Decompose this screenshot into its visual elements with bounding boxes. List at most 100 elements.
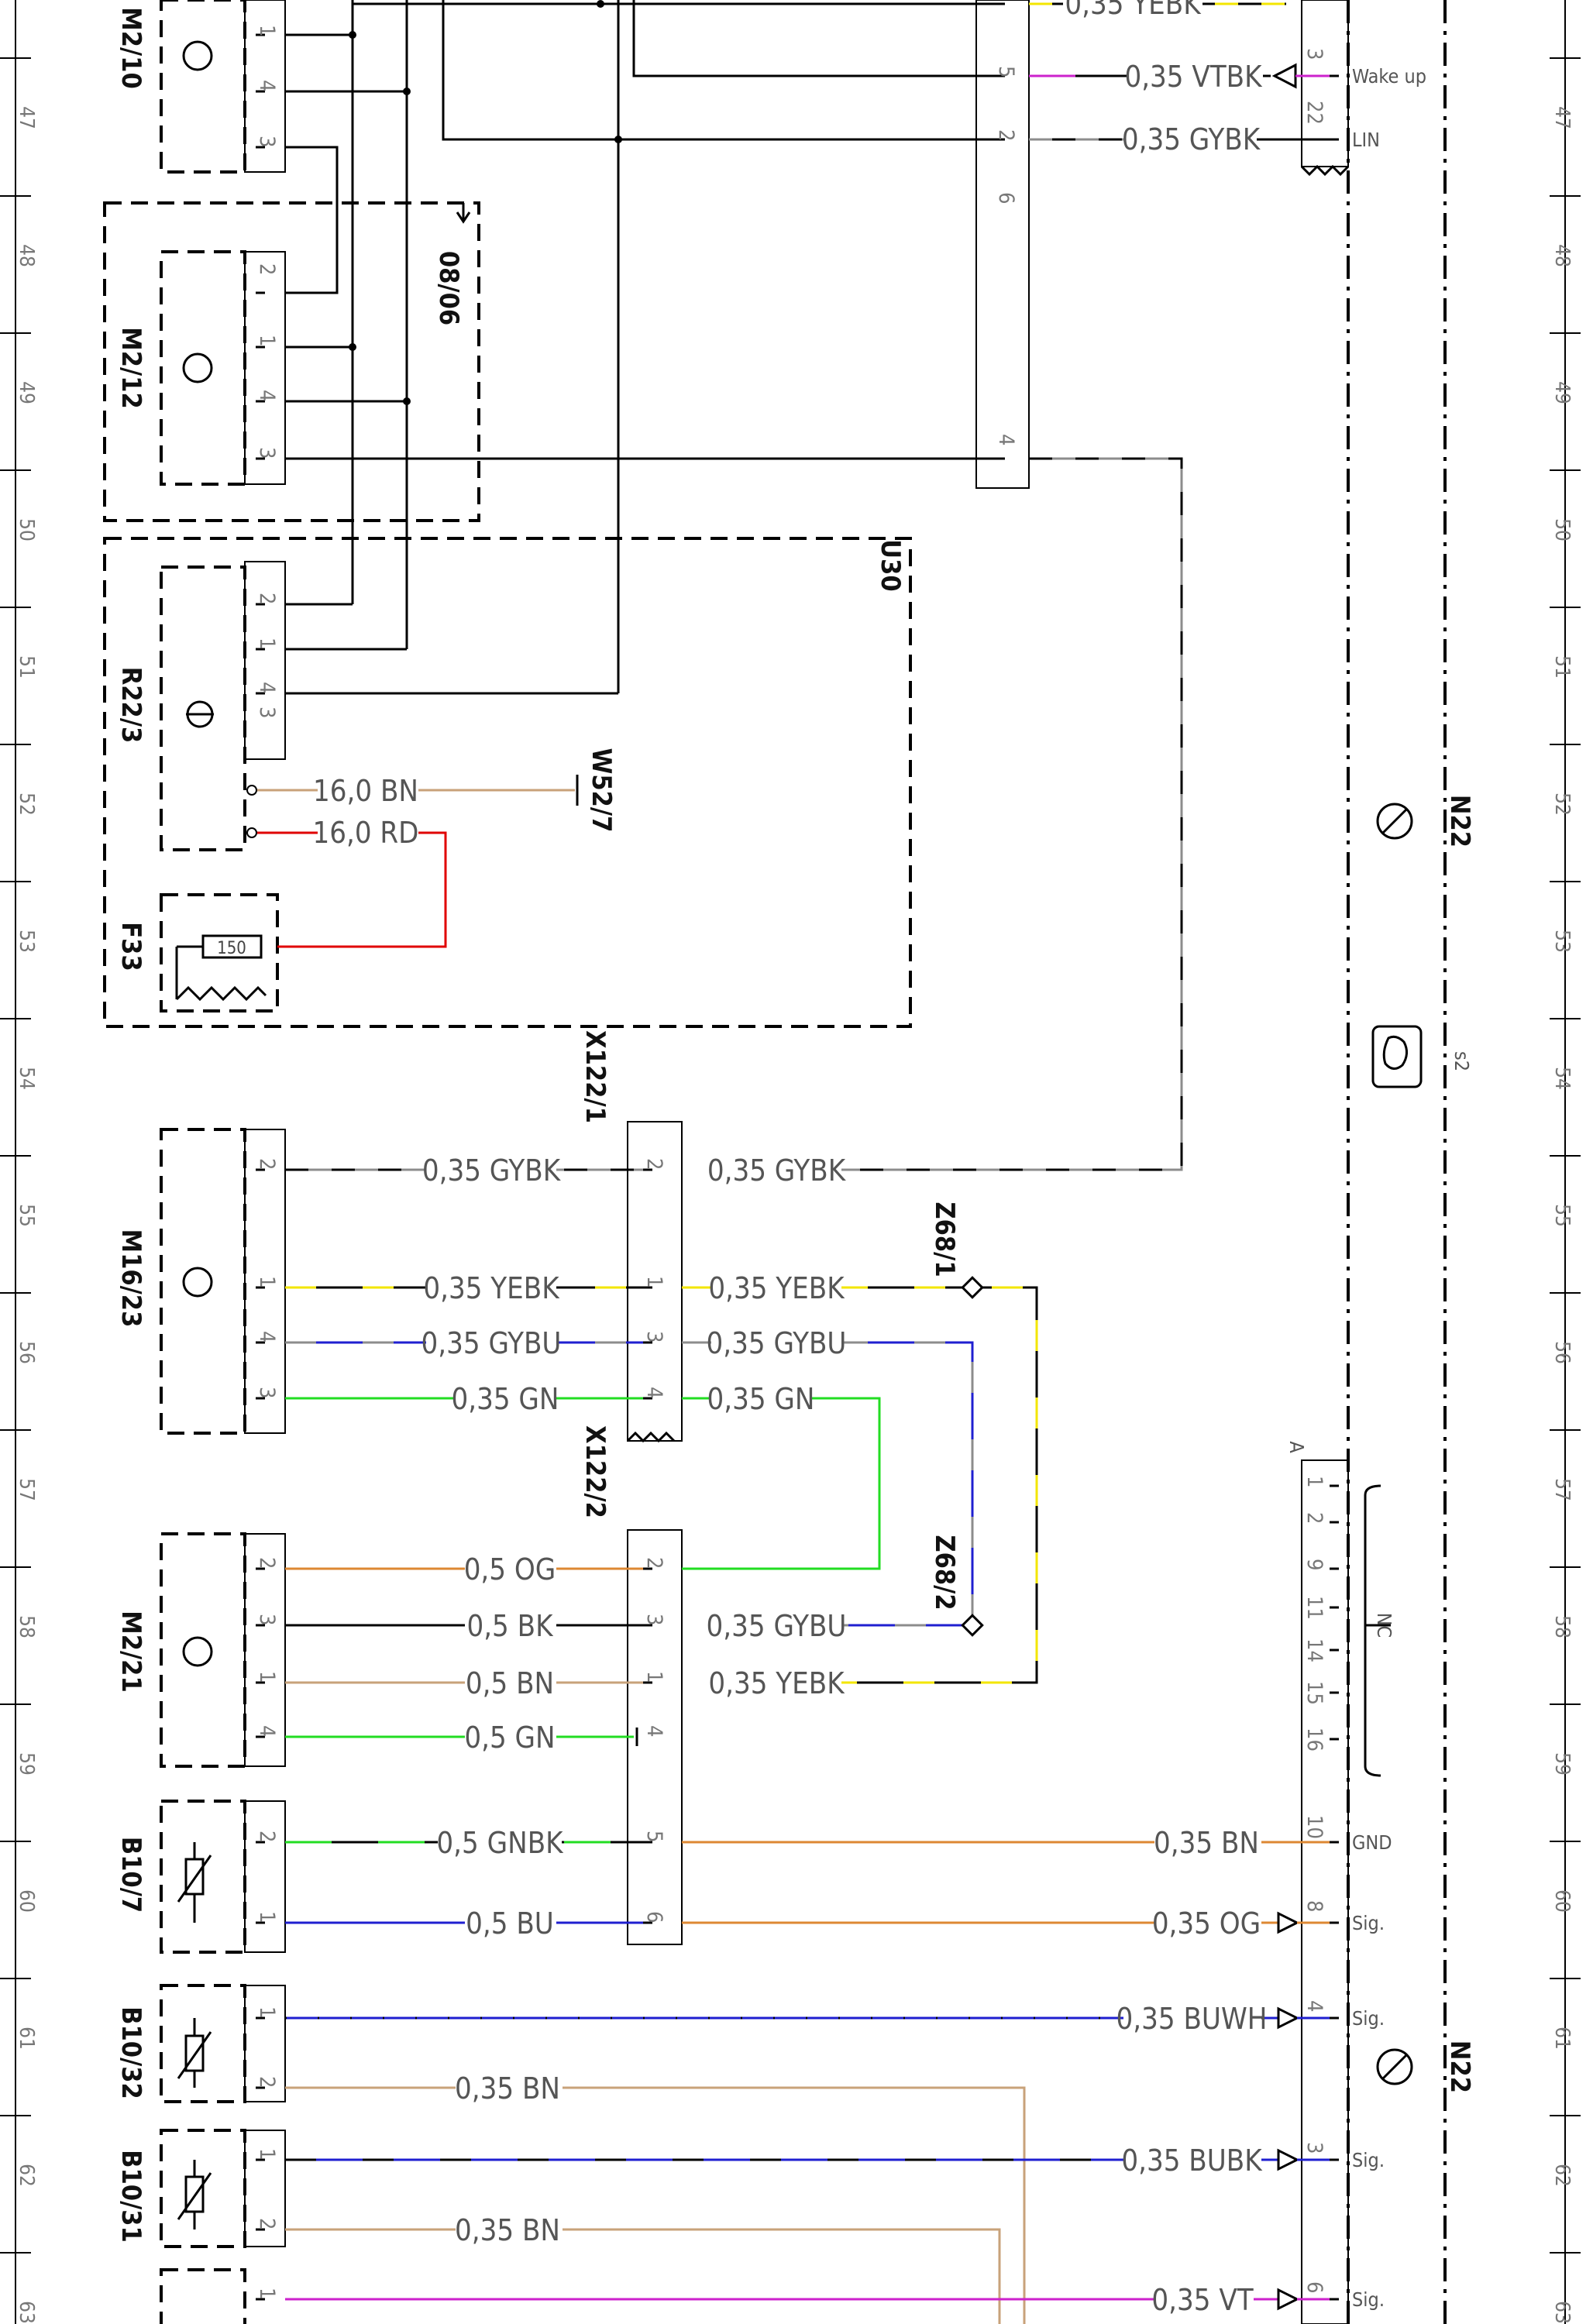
ruler-num-left: 53 [15, 930, 38, 953]
pin-number: 5 [642, 1831, 666, 1842]
pin-number: 16 [1302, 1728, 1326, 1752]
pin-number: 11 [1302, 1596, 1326, 1620]
pin-number: 1 [255, 25, 279, 36]
ruler-num-left: 55 [15, 1204, 38, 1227]
wire-label: 0,35 VT [1151, 2283, 1253, 2317]
pin-number: 3 [1302, 48, 1326, 60]
pin-number: 1 [255, 638, 279, 649]
ruler-num-left: 57 [15, 1478, 38, 1501]
pin-number: 4 [255, 80, 279, 91]
wire-m16-gn-right [682, 1397, 881, 1570]
m16-23-pin-strip [244, 1129, 286, 1434]
pin-label-wake-up: Wake up [1352, 65, 1426, 88]
reference-08-06: 08/06 [433, 251, 464, 325]
ruler-num-right: 63 [1550, 2301, 1574, 2324]
wire-label: 0,35 YEBK [423, 1271, 560, 1305]
component-label-m2-12: M2/12 [115, 327, 146, 408]
component-label-z68-2: Z68/2 [929, 1535, 960, 1610]
wire-label: 16,0 RD [312, 816, 418, 850]
ruler-num-left: 59 [15, 1752, 38, 1776]
pin-stub [996, 2, 1339, 460]
pin-label-lin: LIN [1352, 129, 1380, 151]
component-label-b10-31: B10/31 [115, 2150, 146, 2243]
n22-transistor-icon [1376, 2048, 1413, 2085]
pin-stub [256, 33, 265, 695]
junction-dot [403, 88, 411, 95]
pin-number: 3 [255, 1387, 279, 1398]
pin-label-sig: Sig. [1352, 2288, 1385, 2311]
pin-number: 2 [255, 2076, 279, 2088]
ruler-num-left: 49 [15, 381, 38, 404]
ruler-num-right: 53 [1550, 930, 1574, 953]
r22-3-pin-strip [244, 561, 286, 760]
n22-transistor-icon [1376, 803, 1413, 840]
fuse-rating: 150 [217, 939, 246, 958]
wire-vtbk-route [632, 0, 996, 77]
pin-number: 14 [1302, 1638, 1326, 1662]
pin-label-sig: Sig. [1352, 2007, 1385, 2030]
m2-12-boundary [160, 250, 246, 486]
wire-label: 0,35 BN [1154, 1826, 1259, 1860]
f33-boundary [160, 893, 279, 1012]
pin-number: 2 [255, 1557, 279, 1569]
pin-number: 4 [255, 1725, 279, 1737]
wire-label: 0,5 BN [466, 1666, 554, 1700]
m2-12-pin-strip [244, 251, 286, 485]
ruler-num-right: 50 [1550, 518, 1574, 541]
pin-number: 1 [255, 335, 279, 346]
pin-number: 4 [642, 1387, 666, 1398]
signal-arrow-icon [1277, 1911, 1300, 1934]
pin-number: 4 [255, 390, 279, 401]
component-label-m2-21: M2/21 [115, 1611, 146, 1692]
pin-label-sig: Sig. [1352, 1912, 1385, 1934]
pin-number: 1 [255, 1911, 279, 1923]
pin-number: 2 [642, 1158, 666, 1170]
pin-number: 1 [255, 1671, 279, 1683]
component-label-f33: F33 [115, 922, 146, 971]
wire-label: 16,0 BN [313, 774, 418, 808]
wire-label: 0,5 BU [466, 1906, 554, 1941]
pin-label-gnd: GND [1352, 1831, 1392, 1854]
ruler-num-left: 63 [15, 2301, 38, 2324]
pin-number: 3 [255, 1614, 279, 1625]
b10-7-pin-strip [244, 1800, 286, 1953]
pin-number: 1 [1302, 1476, 1326, 1487]
component-label-w52-7: W52/7 [586, 748, 617, 833]
ruler-num-left: 52 [15, 792, 38, 816]
n22-connector-a-housing [1301, 1459, 1349, 2324]
ruler-num-right: 61 [1550, 2027, 1574, 2050]
pin-number: 2 [255, 2218, 279, 2229]
pin-number: 6 [1302, 2281, 1326, 2293]
b10-31-pin-strip [244, 2130, 286, 2247]
pin-number: 4 [642, 1725, 666, 1737]
component-label-b10-7: B10/7 [115, 1837, 146, 1913]
motor-icon [182, 1267, 213, 1298]
pin-number: 10 [1302, 1815, 1326, 1839]
junction-dot [403, 397, 411, 405]
ref-08-06-group-boundary [103, 201, 480, 522]
signal-arrow-icon [1277, 2006, 1300, 2030]
ruler-num-left: 54 [15, 1067, 38, 1090]
pin-number: 2 [255, 1831, 279, 1842]
motor-icon [182, 40, 213, 71]
wire-label: 0,35 YEBK [708, 1666, 845, 1700]
pin-label-sig: Sig. [1352, 2149, 1385, 2171]
component-label-x122-1: X122/1 [580, 1030, 611, 1123]
pin-number: 3 [1302, 2142, 1326, 2154]
pin-number: 1 [642, 1276, 666, 1287]
wire-m2-10-pin3 [285, 146, 339, 294]
pin-number: 2 [994, 129, 1018, 141]
ruler-num-right: 59 [1550, 1752, 1574, 1776]
junction-dot [614, 136, 622, 143]
wire-label: 0,35 BUBK [1121, 2144, 1263, 2178]
pin-number: 2 [255, 263, 279, 275]
junction-dot [597, 0, 604, 8]
m2-10-boundary [160, 0, 246, 174]
top-right-connector-housing [975, 0, 1030, 489]
ruler-num-left: 58 [15, 1615, 38, 1638]
ruler-num-right: 47 [1550, 106, 1574, 129]
motor-icon [182, 352, 213, 383]
pin-number: 4 [255, 682, 279, 693]
pin-number: 9 [1302, 1559, 1326, 1570]
